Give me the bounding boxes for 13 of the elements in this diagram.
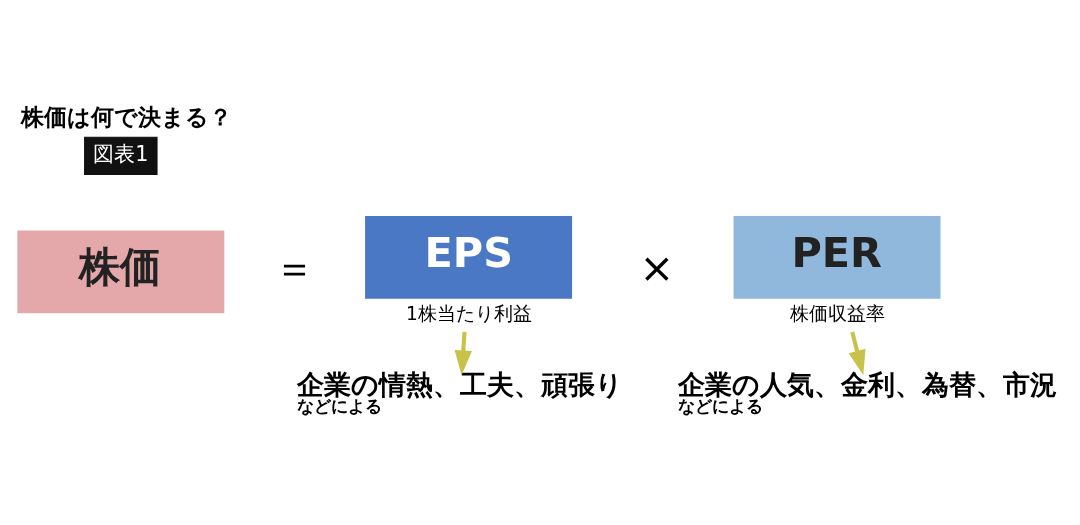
label: ×	[639, 244, 675, 293]
node-box: 株価	[17, 230, 225, 314]
node-box: PER	[733, 215, 941, 299]
node-text: 企業の情熱、工夫、頑張り などによる	[296, 368, 623, 417]
label: ＝	[274, 244, 316, 293]
label: 図表1	[93, 142, 149, 167]
node-label: 株価収益率	[789, 302, 885, 324]
arrow	[454, 331, 472, 376]
node-box: EPS	[365, 215, 573, 299]
node-text: 企業の人気、金利、為替、市況 などによる	[677, 368, 1057, 417]
diagram-title: 株価は何で決まる？	[21, 104, 233, 131]
node-label: 1株当たり利益	[405, 302, 532, 324]
arrow	[848, 331, 866, 376]
